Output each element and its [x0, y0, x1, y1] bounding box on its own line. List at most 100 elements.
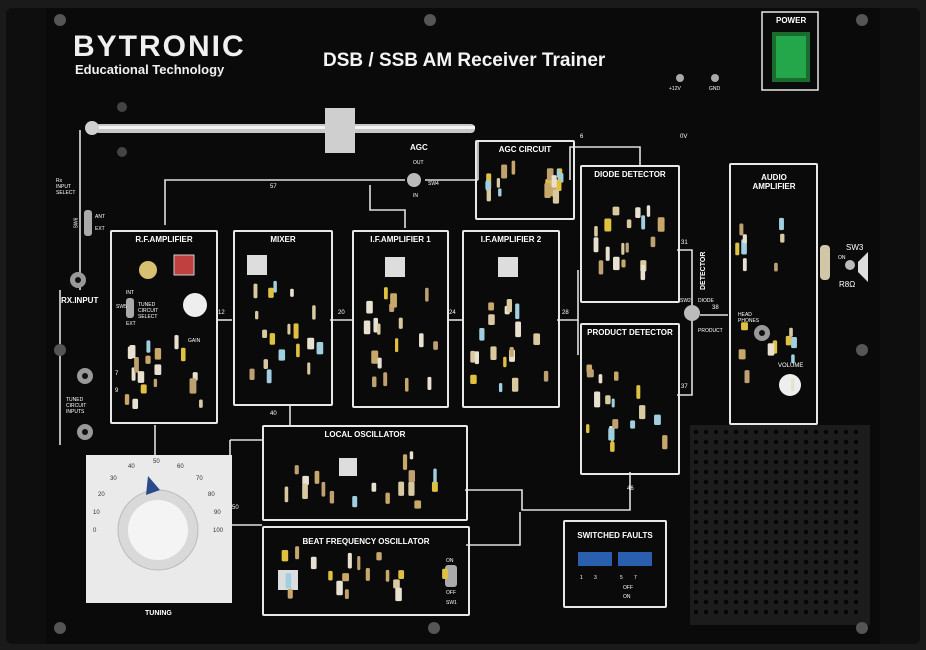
fault-dip-switch-a[interactable] [578, 552, 612, 566]
diode-detector-title: DIODE DETECTOR [594, 170, 666, 179]
detector-diode-label: DIODE [698, 298, 714, 304]
fault-num-7: 7 [634, 575, 637, 581]
node-57: 57 [270, 184, 277, 190]
volume-label: VOLUME [778, 363, 804, 369]
supply-gnd-label: GND [709, 86, 721, 92]
tuned-circuit-inputs-label: TUNED CIRCUIT INPUTS [66, 397, 87, 415]
rx-input-label: RX.INPUT [61, 296, 99, 305]
node-46: 46 [627, 486, 634, 492]
headphones-label: HEAD PHONES [738, 312, 760, 324]
sw3-on-label: ON [838, 255, 846, 261]
headphones-jack[interactable] [754, 325, 770, 341]
bfo-sw1-label: SW1 [446, 600, 457, 606]
agc-sw4-label: SW4 [428, 181, 439, 187]
int-label: INT [126, 290, 135, 296]
dial-mark-100: 100 [213, 528, 224, 534]
tuned-circuit-select-switch[interactable] [126, 298, 134, 318]
agc-circuit-block: AGC CIRCUIT [475, 140, 575, 220]
ext-select-label: EXT [126, 321, 136, 327]
node-9: 9 [115, 388, 119, 394]
gain-label: GAIN [188, 338, 201, 344]
telescopic-antenna [85, 108, 475, 153]
detector-label: DETECTOR [700, 251, 707, 290]
rx-input-select-switch[interactable] [84, 210, 92, 236]
supply-12v-terminal[interactable] [676, 74, 684, 82]
tuning-label: TUNING [145, 610, 172, 617]
dial-mark-40: 40 [128, 464, 135, 470]
bfo-switch[interactable] [445, 565, 457, 587]
dial-mark-0: 0 [93, 528, 97, 534]
node-40: 40 [270, 411, 277, 417]
detector-sw2-label: SW2 [680, 298, 691, 304]
diode-detector-block: DIODE DETECTOR [580, 165, 680, 303]
brand-subtitle: Educational Technology [75, 62, 225, 77]
dial-mark-30: 30 [110, 476, 117, 482]
bfo-title: BEAT FREQUENCY OSCILLATOR [302, 537, 430, 546]
rf-gain-knob[interactable] [183, 293, 207, 317]
node-0v: 0V [680, 134, 688, 140]
volume-knob[interactable] [779, 374, 801, 396]
local-oscillator-block: LOCAL OSCILLATOR [262, 425, 468, 521]
tuned-input-jack-1[interactable] [77, 368, 93, 384]
mixer-block: MIXER [233, 230, 333, 406]
node-20: 20 [338, 310, 345, 316]
local-oscillator-title: LOCAL OSCILLATOR [324, 430, 406, 439]
mixer-title: MIXER [270, 235, 296, 244]
dial-mark-80: 80 [208, 492, 215, 498]
bfo-off-label: OFF [446, 590, 456, 596]
power-switch[interactable] [772, 32, 810, 82]
brand-name: BYTRONIC [73, 30, 246, 63]
dial-mark-20: 20 [98, 492, 105, 498]
if-amplifier-1-title: I.F.AMPLIFIER 1 [370, 235, 431, 244]
node-38: 38 [712, 305, 719, 311]
agc-in-label: IN [413, 193, 418, 199]
audio-amplifier-title: AUDIO AMPLIFIER [752, 173, 796, 191]
product-detector-block: PRODUCT DETECTOR [580, 323, 680, 475]
node-31: 31 [681, 240, 688, 246]
dial-mark-90: 90 [214, 510, 221, 516]
if-amplifier-2-title: I.F.AMPLIFIER 2 [480, 235, 542, 244]
fault-dip-switch-b[interactable] [618, 552, 652, 566]
node-50: 50 [232, 505, 239, 511]
dial-mark-60: 60 [177, 464, 184, 470]
bfo-block: BEAT FREQUENCY OSCILLATOR [262, 526, 470, 616]
supply-gnd-terminal[interactable] [711, 74, 719, 82]
bfo-on-label: ON [446, 558, 454, 564]
ext-label: EXT [95, 226, 105, 232]
fault-num-5: 5 [620, 575, 623, 581]
tuned-input-jack-2[interactable] [77, 424, 93, 440]
sw5-label: SW5 [116, 304, 127, 310]
node-7: 7 [115, 371, 119, 377]
node-12: 12 [218, 310, 225, 316]
dial-mark-70: 70 [196, 476, 203, 482]
faults-off-label: OFF [623, 585, 633, 591]
rx-input-jack[interactable] [70, 272, 86, 288]
switched-faults-title: SWITCHED FAULTS [577, 531, 653, 540]
supply-12v-label: +12V [669, 86, 681, 92]
audio-amplifier-block: AUDIO AMPLIFIER [729, 163, 818, 425]
node-37: 37 [681, 384, 688, 390]
node-24: 24 [449, 310, 456, 316]
rx-input-select-label: Rx INPUT SELECT [56, 178, 76, 196]
product-detector-title: PRODUCT DETECTOR [587, 328, 673, 337]
tuned-circuit-select-label: TUNED CIRCUIT SELECT [138, 302, 159, 320]
detector-select-switch[interactable] [684, 305, 700, 321]
agc-switch[interactable] [407, 173, 421, 187]
fault-num-1: 1 [580, 575, 583, 581]
faults-on-label: ON [623, 594, 631, 600]
node-28: 28 [562, 310, 569, 316]
dial-mark-50: 50 [153, 459, 160, 465]
tuning-dial[interactable] [118, 490, 198, 570]
detector-product-label: PRODUCT [698, 328, 723, 334]
if-amplifier-1-block: I.F.AMPLIFIER 1 [352, 230, 449, 408]
ant-label: ANT [95, 214, 105, 220]
agc-out-label: OUT [413, 160, 424, 166]
if-amplifier-2-block: I.F.AMPLIFIER 2 [462, 230, 560, 408]
dial-mark-10: 10 [93, 510, 100, 516]
sw3-label: SW3 [846, 243, 864, 252]
fault-num-3: 3 [594, 575, 597, 581]
node-6: 6 [580, 134, 584, 140]
speaker-resistance-label: R8Ω [839, 280, 856, 289]
agc-label: AGC [410, 143, 428, 152]
speaker-switch[interactable] [844, 259, 856, 271]
